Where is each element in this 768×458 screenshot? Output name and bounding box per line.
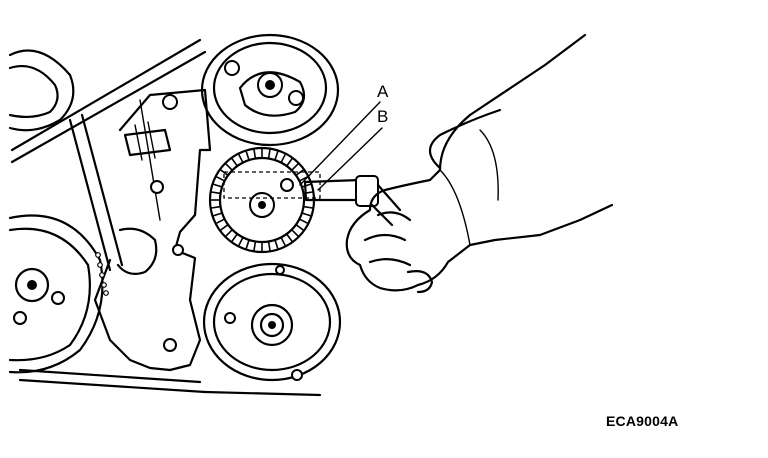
figure-code: ECA9004A [606,413,679,429]
drive-belt [10,38,322,397]
pulley-rib [225,163,233,171]
pulley-rib [225,229,233,237]
pulley-rib [245,151,250,161]
pulley-rib [280,237,286,246]
pulley-rib [267,241,271,251]
pulley-rib [216,176,225,182]
pulley-rib [213,183,223,188]
pulley-rib [295,224,304,231]
pulley-rib [274,239,279,249]
pulley-rib [299,176,308,182]
pulley-rib [231,158,238,167]
timing-mark [103,290,109,296]
pulley-rib [216,218,225,224]
pulley-rib [253,149,257,159]
timing-mark [99,272,105,278]
wrench [303,175,402,227]
pulley-rib [291,163,299,171]
pulley-rib [213,212,223,217]
callout-leaders [299,101,383,191]
tensioner-pulley [208,146,321,254]
hand [345,33,614,294]
callout-b: B [377,107,389,126]
lower-right-pulley [202,262,342,382]
callout-a: A [377,82,389,101]
pulley-rib [211,205,221,209]
crankshaft-pulley [8,214,109,374]
timing-mark [101,282,107,288]
pulley-rib [220,224,229,231]
pulley-rib [238,154,244,163]
pulley-rib [231,233,238,242]
pulley-rib [301,212,311,217]
pulley-rib [280,154,286,163]
pulley-rib [274,151,279,161]
pulley-rib [211,191,221,195]
pulley-rib [286,158,293,167]
engine-block [93,88,212,372]
pulley-rib [253,241,257,251]
pulley-rib [286,233,293,242]
upper-left-pulley [8,49,75,132]
timing-mark [97,262,103,268]
pulley-rib [267,149,271,159]
pulley-rib [291,229,299,237]
timing-mark [95,252,101,258]
power-steering-pulley [200,33,340,147]
pulley-rib [299,218,308,224]
pulley-rib [303,205,313,209]
pulley-rib [245,239,250,249]
pulley-rib [238,237,244,246]
pulley-rib [295,169,304,176]
pulley-rib [220,169,229,176]
